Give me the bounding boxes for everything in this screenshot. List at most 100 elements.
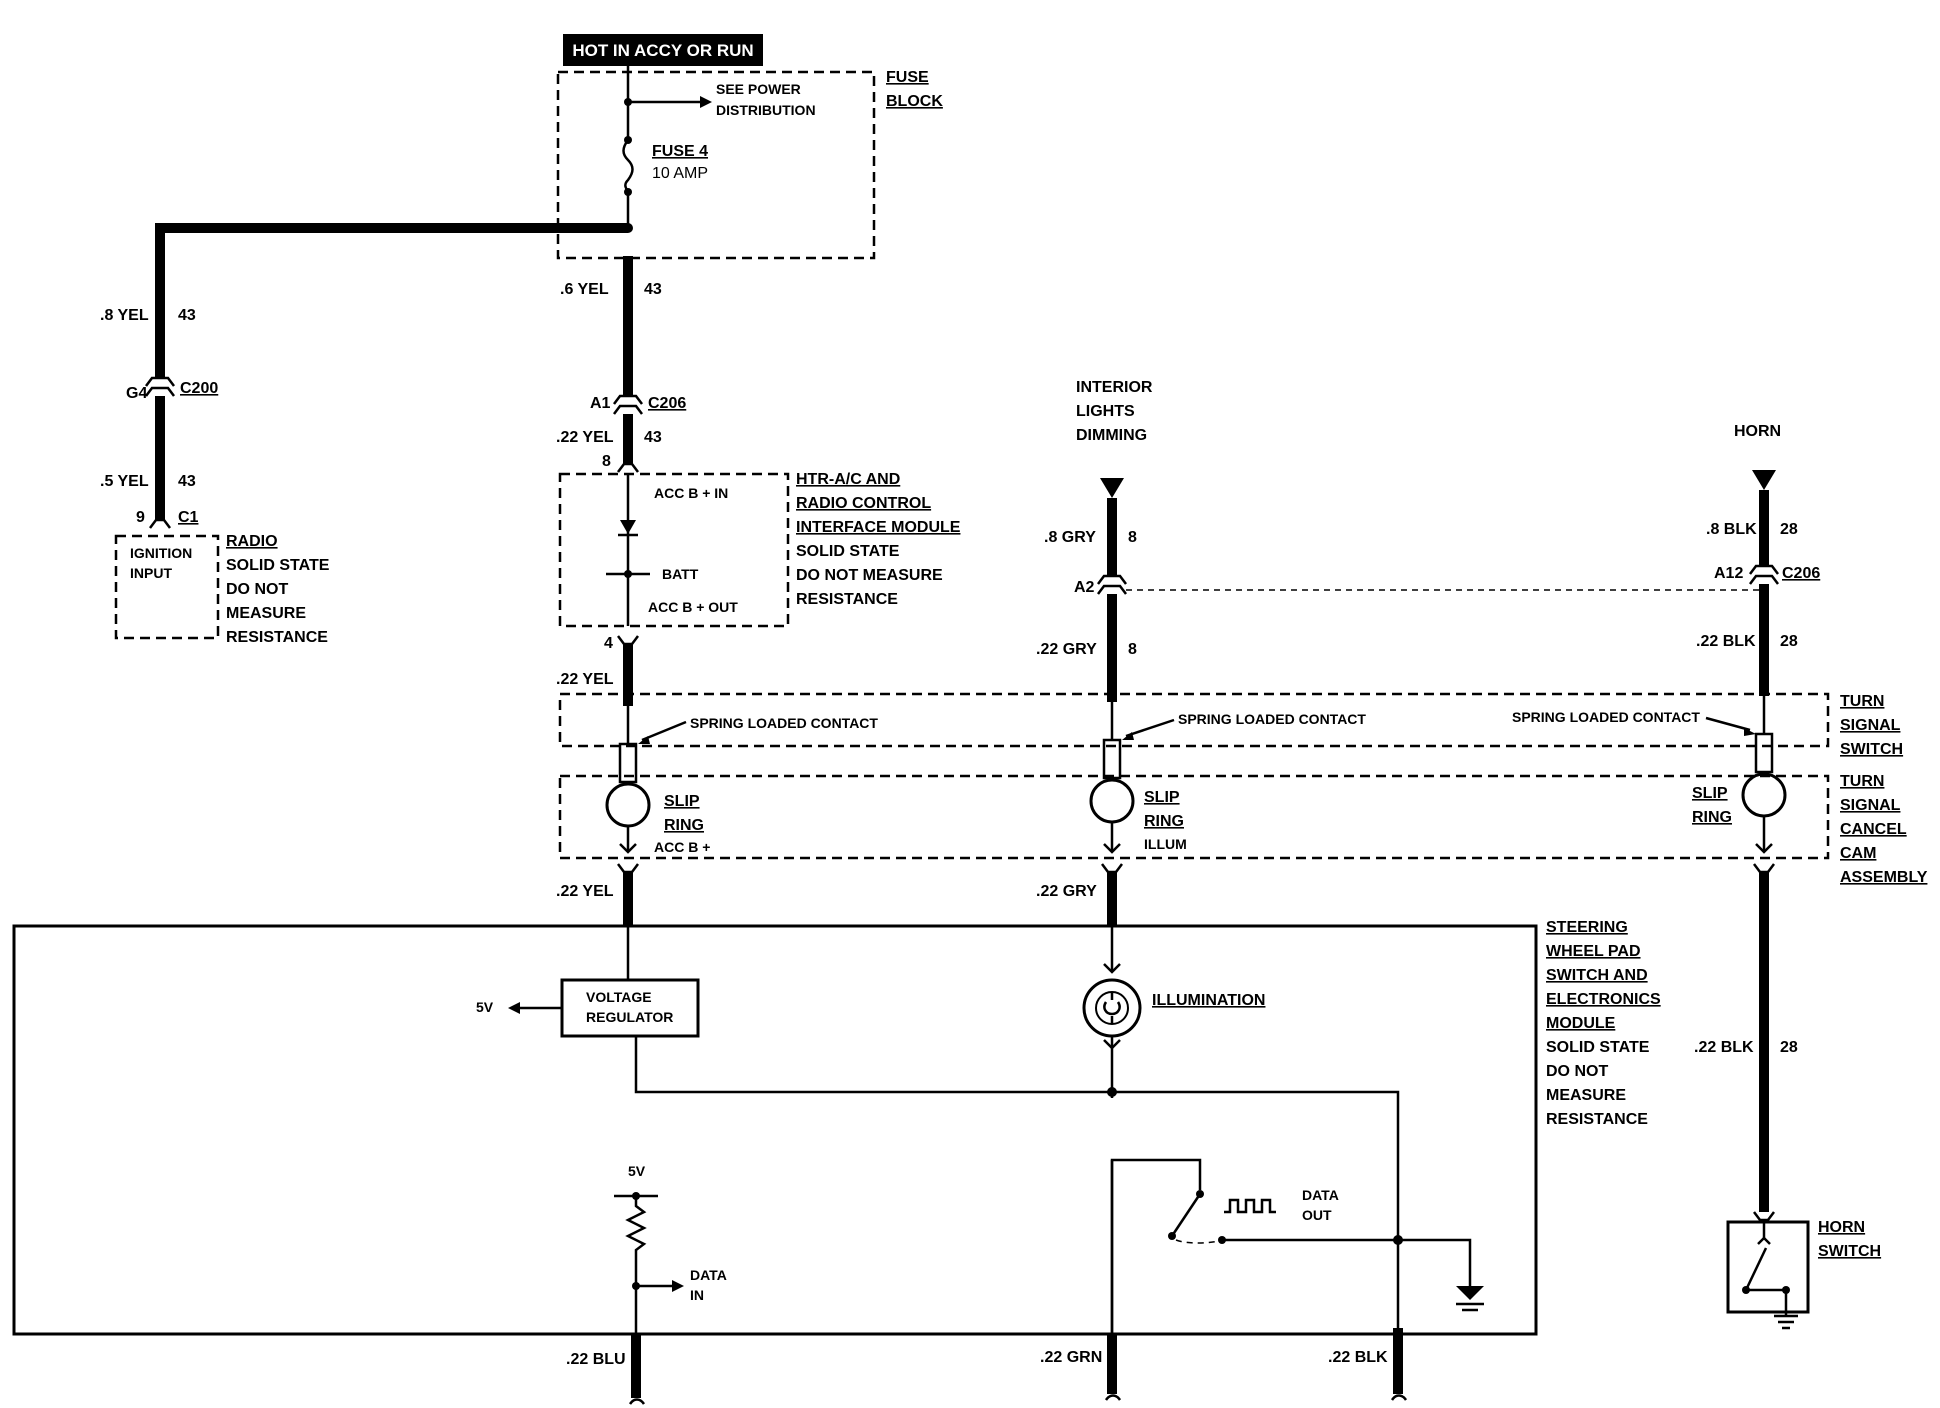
right-spring-label: SPRING LOADED CONTACT	[1512, 709, 1700, 725]
see-power-label: SEE POWER	[716, 81, 801, 97]
steering-name-5: MODULE	[1546, 1015, 1616, 1032]
c206-a1-name: C206	[648, 395, 686, 412]
fuse-name: FUSE 4	[652, 143, 708, 160]
center-wire3-size: .22 YEL	[556, 671, 614, 688]
hot-in-accy-label-box	[563, 34, 763, 66]
fuse-icon	[622, 139, 634, 193]
arrow-data-in-icon	[672, 1280, 684, 1292]
mid-wire2-size: .22 GRY	[1036, 641, 1097, 658]
mid-slip-1: SLIP	[1144, 789, 1180, 806]
htr-radio-module-outline	[558, 472, 790, 628]
turn-cam-5: ASSEMBLY	[1840, 869, 1928, 886]
interior-feed-arrow-icon	[1100, 478, 1124, 498]
center-slip-3: ACC B +	[654, 839, 710, 855]
module-title-1: HTR-A/C AND	[796, 471, 900, 488]
batt-label: BATT	[662, 566, 699, 582]
module-note-3: RESISTANCE	[796, 591, 898, 608]
steering-name-2: WHEEL PAD	[1546, 943, 1641, 960]
horn-switch-box	[1726, 1220, 1810, 1314]
vreg-line2: REGULATOR	[586, 1009, 673, 1025]
center-wire1-size: .6 YEL	[560, 281, 609, 298]
illumination-bulb-icon	[1082, 978, 1142, 1038]
data-out-2: OUT	[1302, 1207, 1332, 1223]
radio-note-3: MEASURE	[226, 605, 306, 622]
turn-switch-3: SWITCH	[1840, 741, 1903, 758]
mid-wire1-circuit: 8	[1128, 529, 1137, 546]
data-in-2: IN	[690, 1287, 704, 1303]
module-out-pin: 4	[604, 635, 613, 652]
turn-cam-3: CANCEL	[1840, 821, 1907, 838]
connector-c200	[145, 376, 175, 397]
module-note-1: SOLID STATE	[796, 543, 900, 560]
center-wire2-circuit: 43	[644, 429, 662, 446]
right-spring-contact	[1754, 732, 1774, 774]
mid-slip-3: ILLUM	[1144, 836, 1187, 852]
right-wire3-size: .22 BLK	[1694, 1039, 1754, 1056]
mid-slip-ring	[1089, 778, 1135, 824]
mid-wire1-size: .8 GRY	[1044, 529, 1096, 546]
wire-left-feed	[155, 223, 628, 378]
fuse-block-outline	[556, 70, 876, 260]
five-v-left: 5V	[476, 999, 494, 1015]
turn-switch-1: TURN	[1840, 693, 1884, 710]
right-slip-ring	[1741, 772, 1787, 818]
steering-name-4: ELECTRONICS	[1546, 991, 1661, 1008]
module-in-pin: 8	[602, 453, 611, 470]
radio-box-line1: IGNITION	[130, 545, 192, 561]
arrow-right-icon	[700, 96, 712, 108]
radio-note-2: DO NOT	[226, 581, 288, 598]
distribution-label: DISTRIBUTION	[716, 102, 816, 118]
data-out-1: DATA	[1302, 1187, 1339, 1203]
fuse-block-title-2: BLOCK	[886, 93, 943, 110]
steering-name-1: STEERING	[1546, 919, 1628, 936]
radio-note-1: SOLID STATE	[226, 557, 330, 574]
c200-pin: G4	[126, 385, 147, 402]
module-title-2: RADIO CONTROL	[796, 495, 931, 512]
left-wire1-size: .8 YEL	[100, 307, 149, 324]
module-title-3: INTERFACE MODULE	[796, 519, 961, 536]
diode-icon	[620, 520, 636, 534]
turn-signal-switch-outline	[558, 692, 1830, 748]
mid-wire3-size: .22 GRY	[1036, 883, 1097, 900]
module-note-2: DO NOT MEASURE	[796, 567, 943, 584]
center-slip-2: RING	[664, 817, 704, 834]
horn-feed-arrow-icon	[1752, 470, 1776, 490]
radio-ignition-box	[114, 534, 220, 640]
center-slip-ring	[605, 782, 651, 828]
center-wire1-circuit: 43	[644, 281, 662, 298]
steering-note-4: RESISTANCE	[1546, 1111, 1648, 1128]
connector-c206-a2	[1097, 574, 1127, 595]
out-blk-label: .22 BLK	[1328, 1349, 1388, 1366]
radio-pin: 9	[136, 509, 145, 526]
steering-name-3: SWITCH AND	[1546, 967, 1648, 984]
c206-a1-pin: A1	[590, 395, 611, 412]
interior-title-1: INTERIOR	[1076, 379, 1153, 396]
c200-name: C200	[180, 380, 218, 397]
pullup-resistor-icon	[625, 1196, 647, 1286]
left-wire2-size: .5 YEL	[100, 473, 149, 490]
steering-note-3: MEASURE	[1546, 1087, 1626, 1104]
turn-cam-4: CAM	[1840, 845, 1876, 862]
steering-note-1: SOLID STATE	[1546, 1039, 1650, 1056]
horn-switch-1: HORN	[1818, 1219, 1865, 1236]
steering-note-2: DO NOT	[1546, 1063, 1608, 1080]
right-wire1-circuit: 28	[1780, 521, 1798, 538]
out-grn-label: .22 GRN	[1040, 1349, 1102, 1366]
right-wire1-size: .8 BLK	[1706, 521, 1757, 538]
illumination-label: ILLUMINATION	[1152, 992, 1265, 1009]
center-wire4-size: .22 YEL	[556, 883, 614, 900]
left-wire1-circuit: 43	[178, 307, 196, 324]
radio-conn: C1	[178, 509, 199, 526]
radio-box-line2: INPUT	[130, 565, 172, 581]
horn-ground-icon	[1774, 1314, 1798, 1330]
data-in-1: DATA	[690, 1267, 727, 1283]
connector-c206-a12	[1749, 564, 1779, 585]
left-wire2-circuit: 43	[178, 473, 196, 490]
c206-a12-name: C206	[1782, 565, 1820, 582]
hot-in-accy-label: HOT IN ACCY OR RUN	[572, 41, 753, 60]
interior-title-3: DIMMING	[1076, 427, 1147, 444]
right-slip-1: SLIP	[1692, 785, 1728, 802]
steering-module-outline	[12, 924, 1538, 1336]
turn-cam-1: TURN	[1840, 773, 1884, 790]
